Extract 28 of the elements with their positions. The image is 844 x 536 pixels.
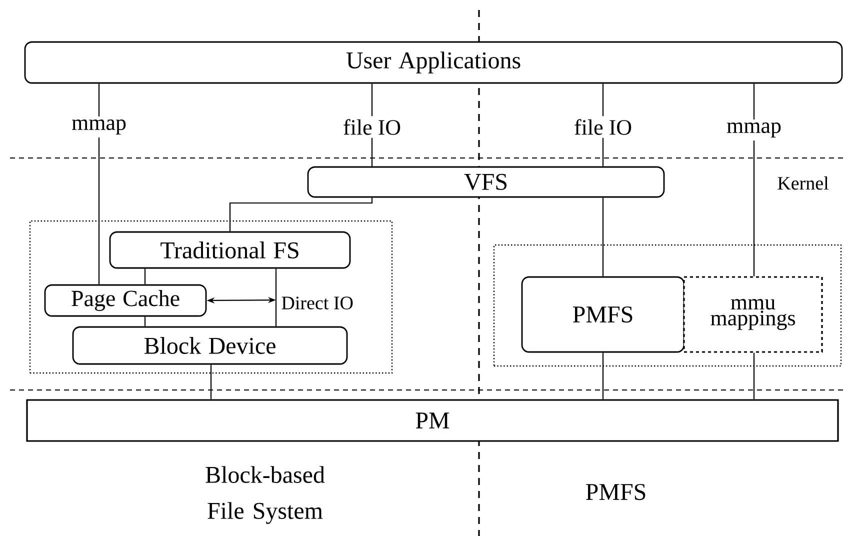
dotted-group-box xyxy=(493,244,842,367)
component-box: Page Cache xyxy=(44,284,207,317)
connector-line xyxy=(210,364,212,400)
connector-line xyxy=(275,268,277,326)
edge-label: Direct IO xyxy=(279,294,356,312)
dotted-group-box xyxy=(29,220,393,374)
component-box: Traditional FS xyxy=(109,231,351,269)
connector-line xyxy=(753,352,755,400)
connector-line xyxy=(602,352,604,400)
memory-bar: PM xyxy=(26,399,839,442)
edge-label: mmap xyxy=(724,119,784,141)
dashed-box: mmu mappings xyxy=(683,276,823,353)
connector-line xyxy=(602,198,604,276)
component-box: PMFS xyxy=(521,276,685,353)
connector-line xyxy=(98,84,100,284)
connector-line xyxy=(753,84,755,276)
connector-line xyxy=(144,316,146,326)
connector-line xyxy=(229,198,373,232)
component-box: Block Device xyxy=(72,326,348,365)
layer-label: Kernel xyxy=(778,176,828,190)
edge-label: mmap xyxy=(68,116,130,138)
section-caption: PMFS xyxy=(586,484,646,500)
component-box: VFS xyxy=(307,166,665,198)
connector-line xyxy=(144,268,146,284)
edge-label: file IO xyxy=(340,116,404,138)
section-caption: Block-based File System xyxy=(206,466,325,524)
edge-label: file IO xyxy=(571,116,636,138)
component-box: User Applications xyxy=(24,41,843,84)
